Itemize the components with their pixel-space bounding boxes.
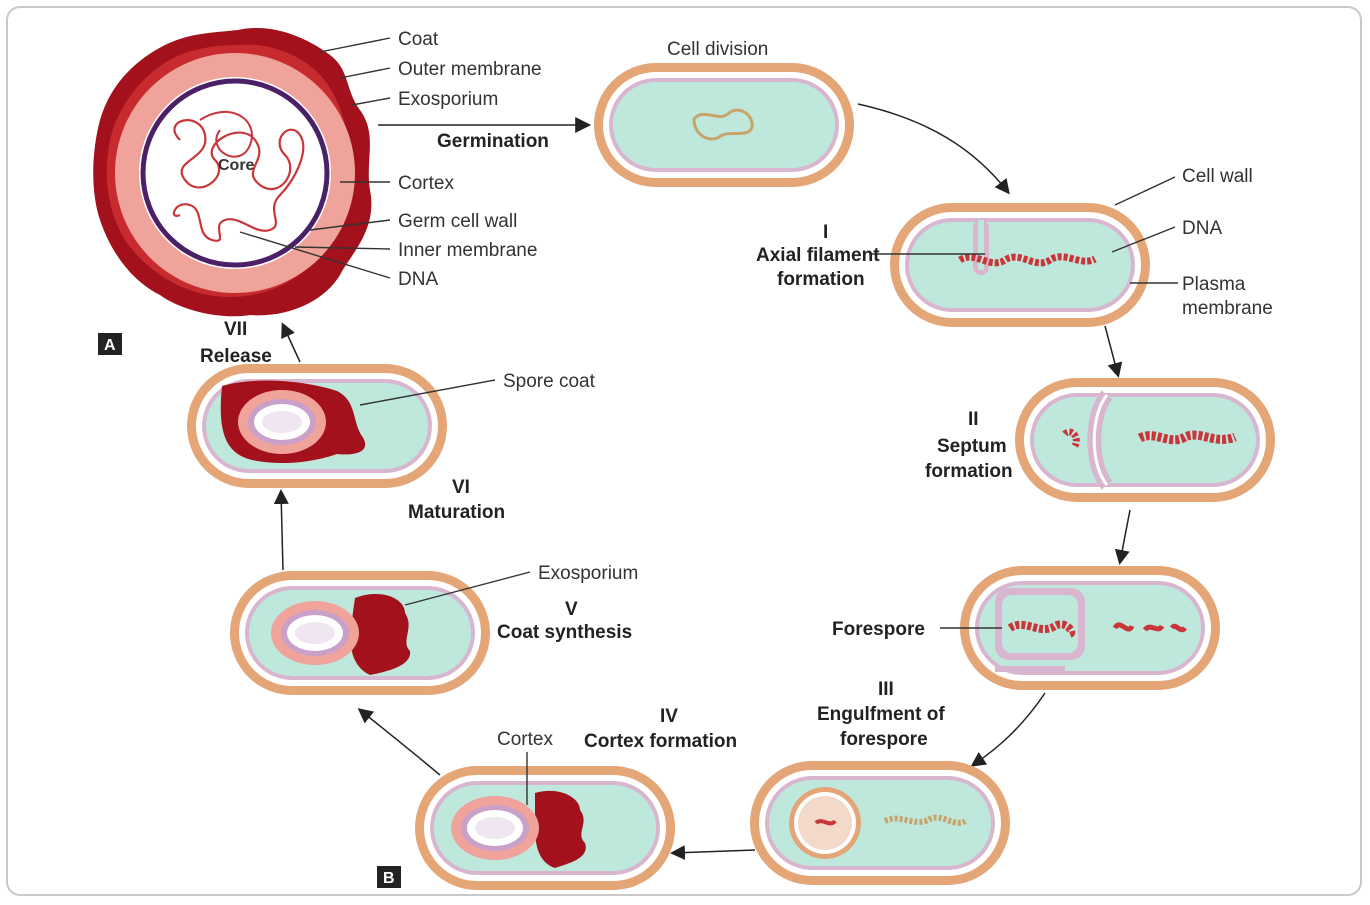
arrow-to-stage-2	[1105, 326, 1118, 375]
stage-2-line1: Septum	[937, 436, 1007, 457]
stage-2-number: II	[968, 409, 979, 430]
badge-a: A	[98, 333, 122, 355]
stage-1-line2: formation	[777, 269, 865, 290]
stage-6-cell	[187, 364, 447, 488]
arrow-to-stage-3	[1120, 510, 1130, 562]
stage-6-number: VI	[452, 477, 470, 498]
label-cell-dna: DNA	[1182, 218, 1222, 239]
label-membrane: membrane	[1182, 298, 1273, 319]
stage-5-line1: Coat synthesis	[497, 622, 632, 643]
arrow-to-stage-3-engulf	[973, 693, 1045, 765]
svg-text:A: A	[104, 337, 116, 354]
stage-3-line2: forespore	[840, 729, 928, 750]
label-coat: Coat	[398, 29, 439, 50]
svg-text:B: B	[383, 870, 395, 887]
stage-5-number: V	[565, 599, 578, 620]
label-dna: DNA	[398, 269, 438, 290]
stage-5-exosporium-label: Exosporium	[538, 563, 638, 584]
mature-spore: Core	[93, 28, 371, 316]
stage-7-number: VII	[224, 319, 247, 340]
germination-label: Germination	[437, 131, 549, 152]
stage-6-spore-coat-label: Spore coat	[503, 371, 596, 392]
stage-1-number: I	[823, 222, 828, 243]
arrow-to-stage-7	[283, 325, 300, 362]
label-exosporium: Exosporium	[398, 89, 498, 110]
arrow-to-stage-4	[673, 850, 755, 853]
stage-4-line1: Cortex formation	[584, 731, 737, 752]
label-plasma: Plasma	[1182, 274, 1246, 295]
stage-7-line1: Release	[200, 346, 272, 367]
label-outer-membrane: Outer membrane	[398, 59, 542, 80]
stage-3-line1: Engulfment of	[817, 704, 945, 725]
cell-division-label: Cell division	[667, 39, 768, 60]
stage-6-line1: Maturation	[408, 502, 505, 523]
arrow-to-stage-6	[281, 492, 283, 570]
stage-4-cortex-label: Cortex	[497, 729, 553, 750]
engulfed-cell	[750, 761, 1010, 885]
stage-5-cell	[230, 571, 490, 695]
stage-4-cell	[415, 766, 675, 890]
label-inner-membrane: Inner membrane	[398, 240, 537, 261]
cell-division-cell	[594, 63, 854, 187]
label-cell-wall: Cell wall	[1182, 166, 1253, 187]
badge-b: B	[377, 866, 401, 888]
forespore-label: Forespore	[832, 619, 925, 640]
arrow-to-stage-1	[858, 104, 1008, 192]
label-germ-cell-wall: Germ cell wall	[398, 211, 517, 232]
stage-2-cell	[1015, 378, 1275, 502]
stage-1-line1: Axial filament	[756, 245, 880, 266]
stage-1-cell	[890, 203, 1150, 327]
arrow-to-stage-5	[360, 710, 440, 775]
stage-2-line2: formation	[925, 461, 1013, 482]
core-label: Core	[218, 157, 255, 174]
stage-4-number: IV	[660, 706, 678, 727]
stage-3-number: III	[878, 679, 894, 700]
label-cortex: Cortex	[398, 173, 454, 194]
